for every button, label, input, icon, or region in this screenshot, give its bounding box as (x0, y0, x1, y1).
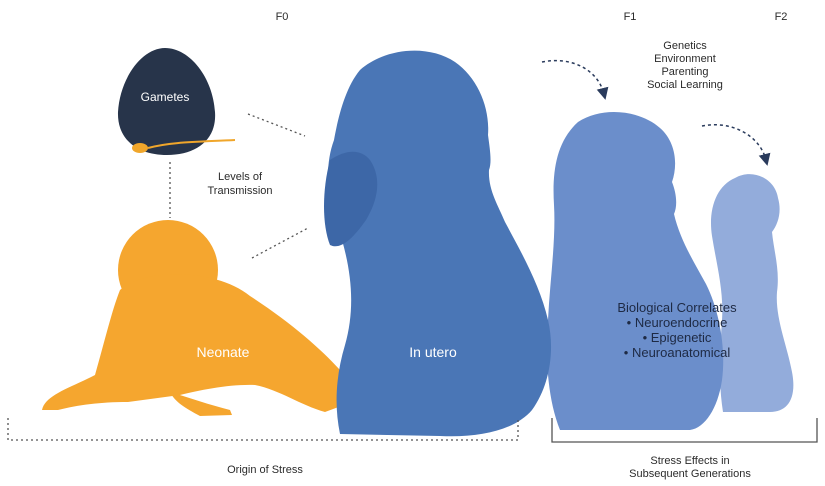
factor-item: Parenting (661, 66, 709, 78)
gametes-egg (117, 48, 236, 155)
biological-correlates-title: Biological Correlates (617, 300, 737, 315)
generation-label-f2: F2 (774, 11, 788, 23)
stress-effects-line-2: Subsequent Generations (629, 468, 751, 480)
neonate-label: Neonate (196, 344, 250, 360)
gametes-label: Gametes (140, 90, 190, 104)
correlate-item: • Epigenetic (642, 330, 712, 345)
stress-effects-label: Stress Effects in Subsequent Generations (600, 455, 780, 481)
levels-line-2: Transmission (207, 185, 273, 197)
f0-mother-silhouette (324, 50, 552, 437)
biological-correlates: Biological Correlates • Neuroendocrine •… (592, 300, 762, 360)
origin-of-stress-label: Origin of Stress (227, 464, 303, 476)
arrow-f0-to-f1 (541, 59, 609, 100)
f2-mother-silhouette (710, 174, 794, 412)
neonate-silhouette (42, 220, 344, 416)
arrow-f1-to-f2 (701, 124, 771, 166)
levels-of-transmission-label: Levels of Transmission (188, 170, 292, 198)
in-utero-label: In utero (409, 344, 457, 360)
factor-item: Environment (654, 53, 716, 65)
effects-bracket (551, 418, 818, 443)
stress-effects-line-1: Stress Effects in (650, 455, 730, 467)
factor-item: Genetics (663, 40, 707, 52)
generation-label-f1: F1 (623, 11, 637, 23)
f1-mother-silhouette (546, 111, 724, 430)
transmission-connectors (169, 113, 309, 259)
generation-label-f0: F0 (275, 11, 289, 23)
correlate-item: • Neuroanatomical (623, 345, 731, 360)
correlate-item: • Neuroendocrine (626, 315, 728, 330)
origin-bracket (7, 418, 519, 441)
sperm-icon (132, 139, 236, 153)
factor-item: Social Learning (647, 79, 723, 91)
factors-list: Genetics Environment Parenting Social Le… (632, 40, 738, 92)
levels-line-1: Levels of (217, 171, 263, 183)
